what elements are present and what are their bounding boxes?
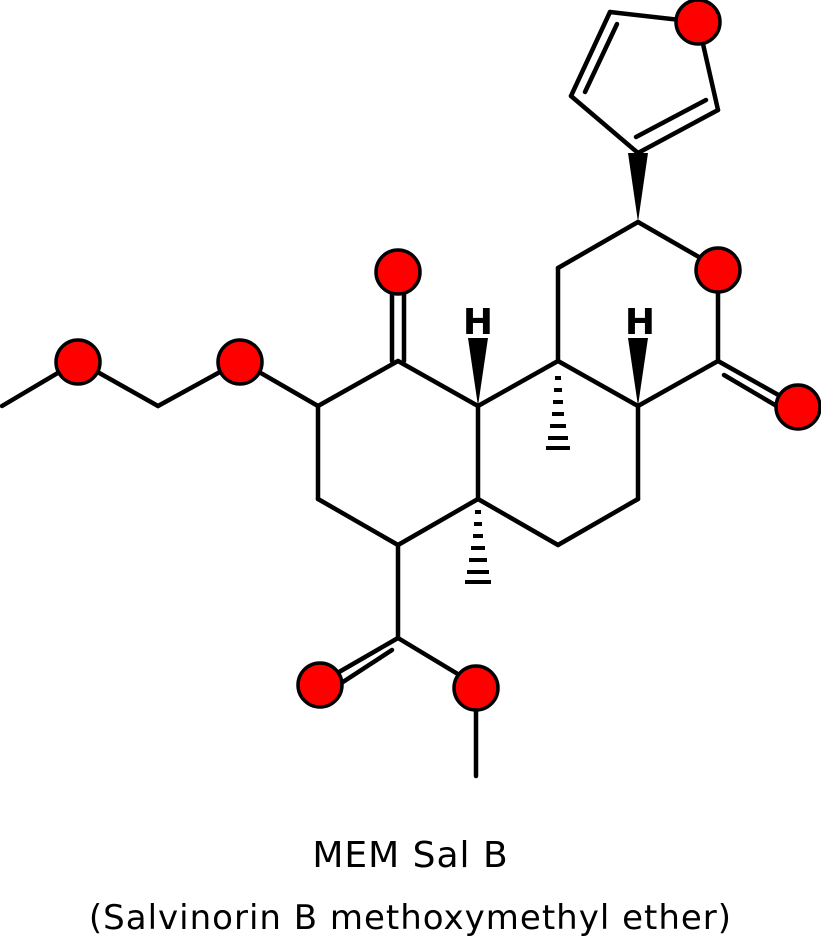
wedge-bonds bbox=[468, 153, 648, 406]
bond bbox=[395, 496, 481, 548]
hydrogen-label: H bbox=[625, 302, 655, 343]
wedge-bond bbox=[468, 338, 488, 406]
oxygen-atom bbox=[694, 246, 742, 294]
hash-bonds bbox=[465, 376, 570, 584]
bond bbox=[582, 21, 620, 95]
wedge-bond bbox=[628, 153, 648, 222]
oxygen-atoms bbox=[54, 0, 821, 712]
oxygen-atom bbox=[674, 0, 722, 46]
bond bbox=[395, 358, 481, 409]
bond bbox=[475, 358, 561, 409]
oxygen-atom bbox=[54, 338, 102, 386]
bond bbox=[315, 496, 401, 548]
bond bbox=[635, 358, 721, 409]
oxygen-atom bbox=[452, 664, 500, 712]
wedge-bond bbox=[628, 338, 648, 406]
bond bbox=[568, 9, 613, 99]
bond-lines bbox=[0, 9, 801, 779]
bond bbox=[555, 496, 641, 548]
bond bbox=[635, 107, 721, 156]
hydrogen-label: H bbox=[463, 302, 493, 343]
oxygen-atom bbox=[216, 338, 264, 386]
oxygen-atom bbox=[774, 383, 821, 431]
bond bbox=[555, 358, 641, 409]
hash-bond bbox=[546, 376, 570, 450]
bond bbox=[475, 496, 561, 548]
hydrogen-labels: H H bbox=[463, 302, 655, 343]
bond bbox=[315, 358, 401, 409]
bond bbox=[568, 93, 641, 156]
molecule-name: MEM Sal B bbox=[312, 835, 509, 876]
bond bbox=[555, 219, 641, 271]
oxygen-atom bbox=[296, 661, 344, 709]
hash-bond bbox=[465, 510, 491, 584]
molecule-full-name: (Salvinorin B methoxymethyl ether) bbox=[88, 898, 733, 938]
bond bbox=[633, 97, 709, 140]
oxygen-atom bbox=[374, 248, 422, 296]
